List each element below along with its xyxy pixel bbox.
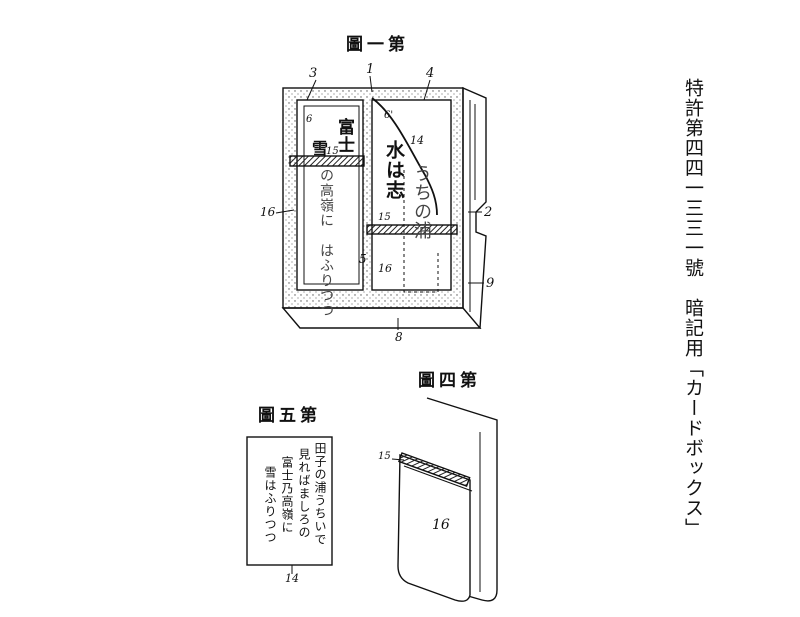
- fig5-line-2: 見ればましろの: [297, 448, 311, 539]
- figure-1-title: 圖一第: [346, 35, 409, 55]
- label-5: 5: [359, 252, 367, 266]
- label-16-right: 16: [378, 262, 392, 275]
- left-band-15: [289, 155, 365, 167]
- holder-pocket-16: [397, 454, 471, 602]
- left-card-window: [296, 99, 364, 291]
- label-2: 2: [484, 205, 493, 220]
- right-card-window: [371, 99, 452, 291]
- figure-4-title: 圖四第: [418, 371, 481, 391]
- patent-number: 特許第四四一三三一號: [682, 78, 704, 278]
- fig5-line-4: 雪はふりつつ: [263, 466, 277, 544]
- figure-5-title: 圖五第: [258, 406, 321, 426]
- card-text-right-top: 水は志: [383, 140, 405, 200]
- label-16-left: 16: [260, 205, 276, 219]
- label-6: 6: [306, 114, 313, 125]
- figure-4-drawing: [391, 397, 498, 602]
- right-band-15: [366, 224, 458, 235]
- label-9: 9: [486, 276, 495, 291]
- label-14-fig1: 14: [410, 134, 424, 147]
- label-15-fig4: 15: [378, 451, 391, 462]
- fig5-line-3: 富士乃高嶺に: [280, 456, 294, 534]
- card-text-left-top: 富士: [334, 118, 354, 154]
- figure-5-drawing: [246, 436, 333, 574]
- label-16-fig4: 16: [432, 517, 450, 533]
- fig5-line-1: 田子の浦うちいで: [313, 442, 327, 546]
- label-3: 3: [309, 66, 318, 81]
- invention-name: 暗記用「カードボックス」: [682, 298, 704, 538]
- holder-band-15: [398, 452, 471, 487]
- card-text-left-mid: 雪: [309, 140, 328, 157]
- label-8: 8: [395, 330, 403, 344]
- card-text-right-handwriting: うちの浦: [411, 164, 432, 240]
- card-text-left-rest: の高嶺に はふりつつ: [318, 168, 334, 318]
- card-14: [246, 436, 333, 566]
- label-1: 1: [366, 62, 375, 77]
- label-4: 4: [426, 66, 435, 81]
- label-15-right: 15: [378, 212, 391, 223]
- box-bottom-edge: [281, 307, 482, 329]
- pulled-card-curve: [371, 97, 438, 216]
- label-15-left: 15: [326, 146, 339, 157]
- figure-1-drawing: [275, 75, 487, 330]
- label-6-prime: 6': [384, 110, 394, 121]
- label-14-fig5: 14: [285, 572, 299, 585]
